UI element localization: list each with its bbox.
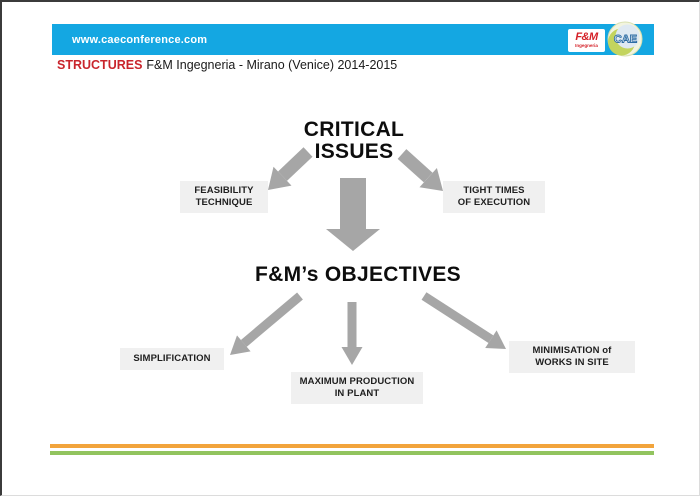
box-minimisation-of-works-in-site: MINIMISATION of WORKS IN SITE bbox=[509, 341, 635, 373]
footer-orange-rule bbox=[50, 444, 654, 448]
critical-issues-title: CRITICAL ISSUES bbox=[254, 119, 454, 163]
arrow-objectives-to-max-production bbox=[341, 302, 363, 365]
arrow-objectives-to-simplification bbox=[230, 292, 303, 355]
critical-issues-line2: ISSUES bbox=[314, 140, 394, 163]
objectives-title: F&M’s OBJECTIVES bbox=[233, 264, 483, 286]
objectives-title-text: F&M’s OBJECTIVES bbox=[255, 263, 461, 286]
footer-green-rule bbox=[50, 451, 654, 455]
box-feasibility-line1: FEASIBILITY bbox=[194, 185, 254, 196]
box-simplification: SIMPLIFICATION bbox=[120, 348, 224, 370]
cae-conference-logo-icon: CAE bbox=[607, 21, 643, 57]
fm-logo-text: F&M bbox=[575, 31, 598, 44]
website-url-link[interactable]: www.caeconference.com bbox=[72, 33, 208, 46]
box-tight-times-line1: TIGHT TIMES bbox=[463, 185, 525, 196]
box-simplification-line1: SIMPLIFICATION bbox=[133, 353, 211, 364]
box-tight-times-of-execution: TIGHT TIMES OF EXECUTION bbox=[443, 181, 545, 213]
box-tight-times-line2: OF EXECUTION bbox=[457, 197, 531, 208]
box-minimisation-line1: MINIMISATION of bbox=[532, 345, 612, 356]
box-feasibility-technique: FEASIBILITY TECHNIQUE bbox=[180, 181, 268, 213]
fm-logo-subtext: Ingegneria bbox=[575, 43, 598, 49]
arrow-objectives-to-minimisation bbox=[421, 292, 506, 349]
box-minimisation-line2: WORKS IN SITE bbox=[535, 357, 609, 368]
box-feasibility-line2: TECHNIQUE bbox=[195, 197, 253, 208]
header-bar: www.caeconference.com F&M Ingegneria CAE bbox=[52, 21, 654, 57]
box-max-production-line2: IN PLANT bbox=[334, 388, 380, 399]
subtitle-description: F&M Ingegneria - Mirano (Venice) 2014-20… bbox=[146, 58, 398, 72]
box-max-production-line1: MAXIMUM PRODUCTION bbox=[299, 376, 415, 387]
box-maximum-production-in-plant: MAXIMUM PRODUCTION IN PLANT bbox=[291, 372, 423, 404]
fm-ingegneria-logo: F&M Ingegneria bbox=[568, 29, 605, 52]
critical-issues-line1: CRITICAL bbox=[303, 118, 405, 141]
subtitle-section-label: STRUCTURES bbox=[57, 58, 143, 72]
arrow-critical-to-objectives bbox=[326, 178, 380, 251]
cae-logo-text: CAE bbox=[614, 34, 637, 46]
